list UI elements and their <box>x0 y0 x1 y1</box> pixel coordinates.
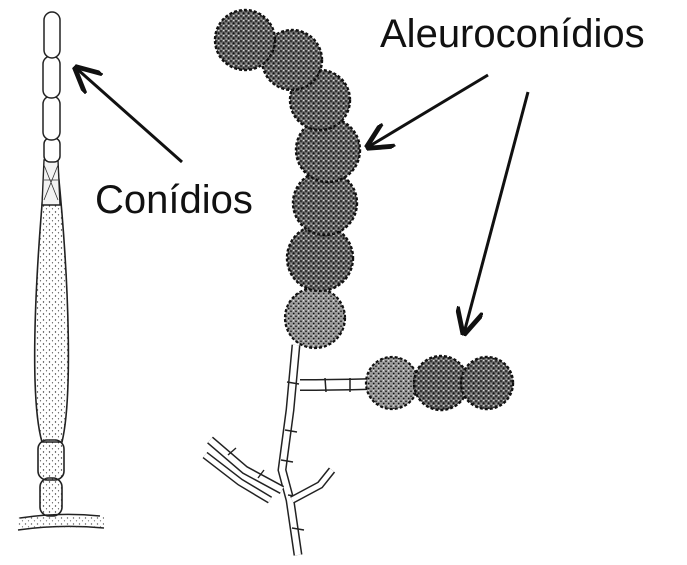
label-aleuroconidios: Aleuroconídios <box>380 14 645 54</box>
hyphae-right <box>205 345 372 555</box>
arrow-aleuro-branch <box>464 92 528 333</box>
conidiophore-left <box>18 12 104 530</box>
arrow-conidios <box>76 68 182 162</box>
arrow-aleuro-chain <box>368 75 488 147</box>
label-conidios: Conídios <box>95 180 253 220</box>
aleurioconidia-chain-horizontal <box>366 356 513 410</box>
